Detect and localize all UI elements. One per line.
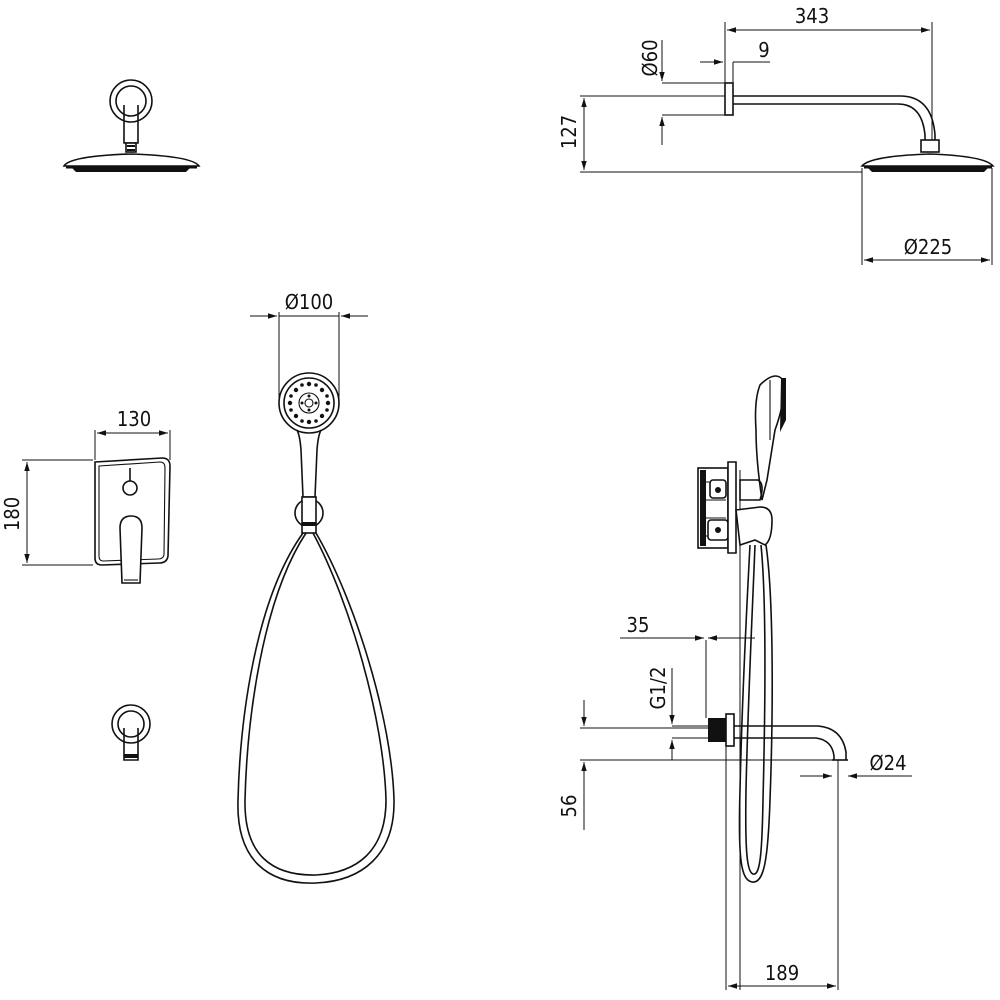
label-arm-drop: 127 bbox=[557, 115, 581, 149]
dim-head-diameter: Ø225 bbox=[864, 235, 990, 263]
mixer-plate bbox=[22, 430, 171, 584]
label-head-diameter: Ø225 bbox=[904, 235, 953, 259]
dim-mixer-height: 180 bbox=[0, 462, 30, 563]
tub-spout-front-view bbox=[111, 704, 151, 761]
rain-shower-side-view bbox=[580, 22, 995, 265]
dim-plate-thickness: 9 bbox=[700, 38, 770, 65]
dim-spout-projection: 189 bbox=[728, 961, 836, 989]
dim-arm-drop: 127 bbox=[557, 98, 587, 170]
hand-shower bbox=[237, 312, 395, 884]
dim-outlet-diameter: Ø24 bbox=[800, 751, 912, 779]
dim-spout-height: 56 bbox=[557, 700, 587, 830]
label-thread: G1/2 bbox=[646, 667, 670, 710]
label-mixer-height: 180 bbox=[0, 497, 24, 531]
dim-hand-shower-diameter: Ø100 bbox=[250, 290, 368, 319]
label-spout-projection: 189 bbox=[765, 961, 799, 985]
system-side-view bbox=[580, 375, 848, 990]
dim-arm-length: 343 bbox=[727, 4, 930, 33]
label-plate-thickness: 9 bbox=[758, 38, 769, 62]
dim-thread: G1/2 bbox=[646, 667, 675, 760]
label-spout-offset: 35 bbox=[627, 613, 650, 637]
label-hand-shower-diameter: Ø100 bbox=[285, 290, 334, 314]
dim-spout-offset: 35 bbox=[620, 613, 755, 641]
label-arm-length: 343 bbox=[795, 4, 829, 28]
label-wall-plate-diameter: Ø60 bbox=[638, 39, 662, 76]
label-mixer-width: 130 bbox=[117, 407, 151, 431]
label-spout-height: 56 bbox=[557, 795, 581, 818]
label-outlet-diameter: Ø24 bbox=[869, 751, 906, 775]
dim-mixer-width: 130 bbox=[97, 407, 168, 436]
rain-shower-front-view bbox=[62, 79, 201, 172]
dim-wall-plate-diameter: Ø60 bbox=[638, 39, 665, 145]
